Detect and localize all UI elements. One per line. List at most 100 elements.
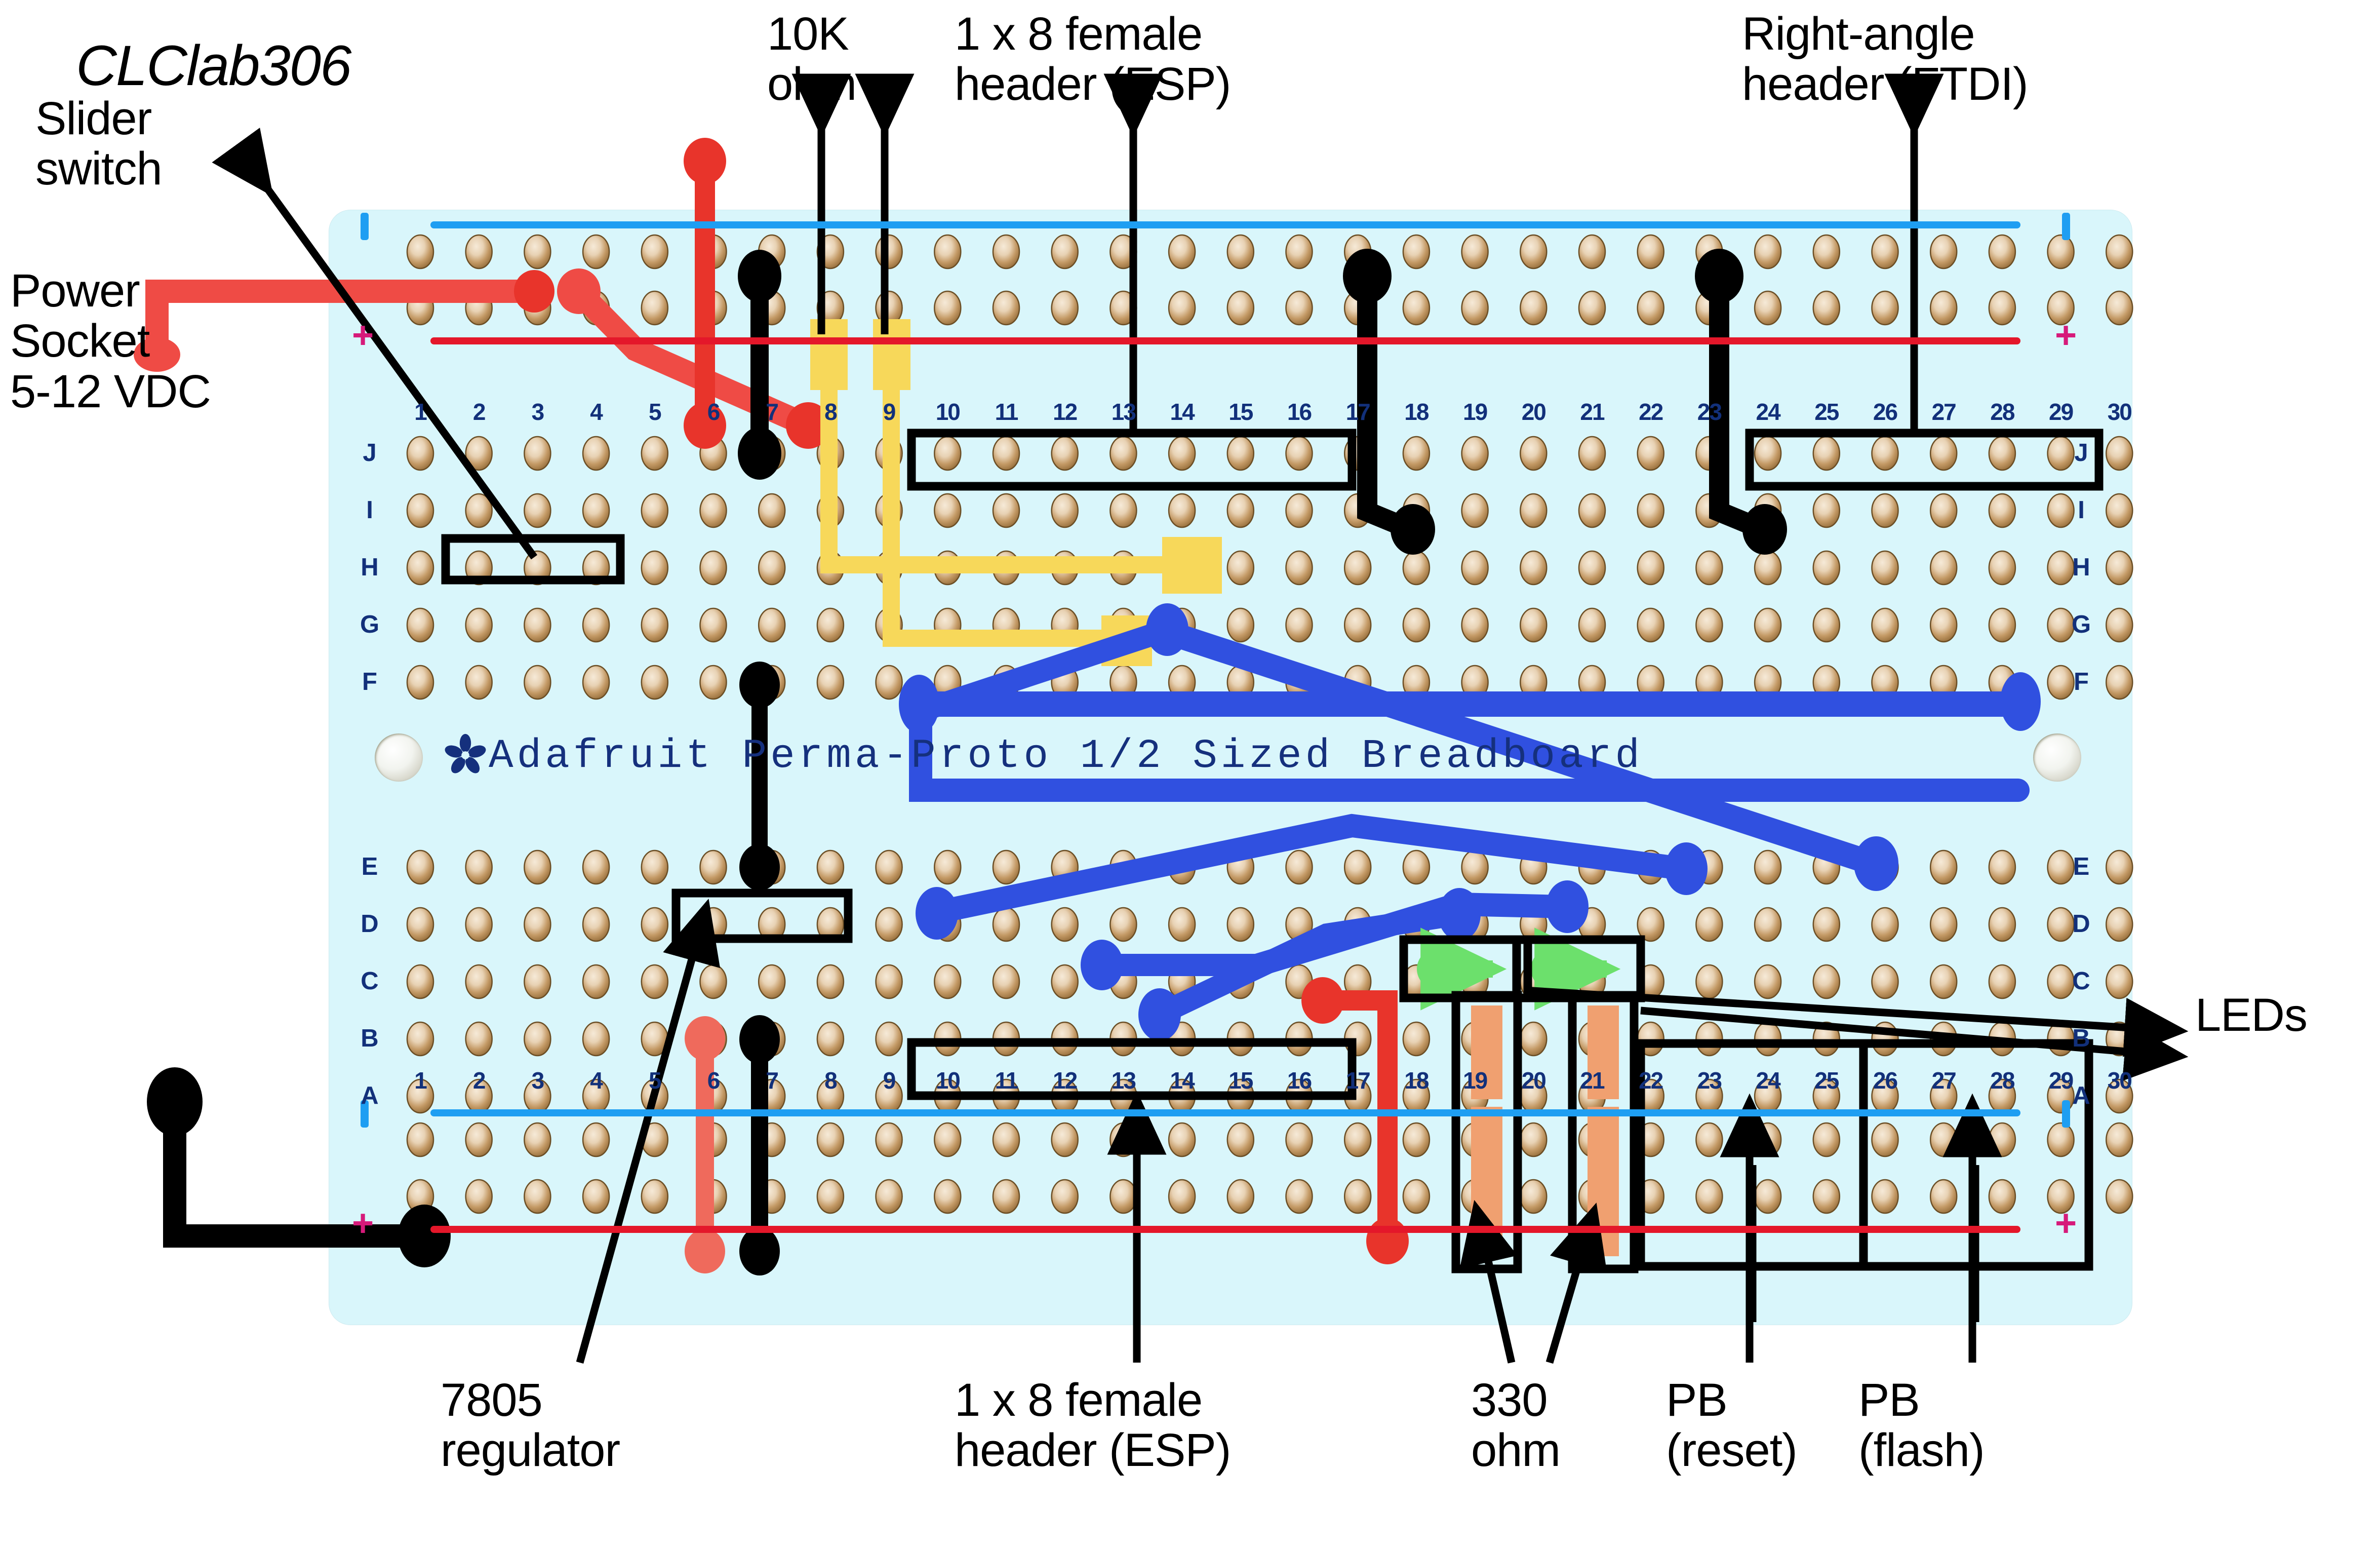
top-plus-rail-line xyxy=(430,337,2020,344)
column-label-bottom-30: 30 xyxy=(2107,1067,2132,1094)
column-label-top-15: 15 xyxy=(1228,399,1253,425)
bottom-right-plus-marker: + xyxy=(2055,1202,2077,1244)
column-label-top-17: 17 xyxy=(1345,399,1371,425)
column-label-bottom-20: 20 xyxy=(1521,1067,1546,1094)
row-label-left-F: F xyxy=(362,668,377,695)
column-label-bottom-19: 19 xyxy=(1463,1067,1488,1094)
column-label-bottom-28: 28 xyxy=(1990,1067,2015,1094)
column-label-top-18: 18 xyxy=(1404,399,1429,425)
bottom-plus-rail-line xyxy=(430,1226,2020,1233)
callout-header-ftdi: Right-angle header (FTDI) xyxy=(1742,8,2029,110)
top-left-plus-marker: + xyxy=(352,314,374,356)
column-label-bottom-5: 5 xyxy=(649,1067,662,1094)
row-label-right-D: D xyxy=(2072,910,2090,938)
callout-resistor-330: 330 ohm xyxy=(1471,1374,1561,1477)
column-label-top-29: 29 xyxy=(2049,399,2074,425)
bottom-minus-rail-line xyxy=(430,1109,2020,1116)
column-label-top-13: 13 xyxy=(1111,399,1136,425)
row-label-right-A: A xyxy=(2072,1082,2090,1109)
column-label-top-8: 8 xyxy=(824,399,838,425)
row-label-right-J: J xyxy=(2074,439,2088,467)
column-label-bottom-16: 16 xyxy=(1287,1067,1312,1094)
callout-slider-switch: Slider switch xyxy=(35,93,163,195)
column-label-bottom-29: 29 xyxy=(2049,1067,2074,1094)
column-label-top-11: 11 xyxy=(995,399,1019,425)
column-label-top-24: 24 xyxy=(1756,399,1781,425)
column-label-bottom-6: 6 xyxy=(707,1067,721,1094)
row-label-right-E: E xyxy=(2073,853,2090,880)
column-label-bottom-18: 18 xyxy=(1404,1067,1429,1094)
row-label-left-J: J xyxy=(363,439,377,467)
column-label-bottom-13: 13 xyxy=(1111,1067,1136,1094)
column-label-bottom-14: 14 xyxy=(1170,1067,1195,1094)
column-label-top-23: 23 xyxy=(1697,399,1722,425)
column-label-top-12: 12 xyxy=(1053,399,1078,425)
column-label-top-22: 22 xyxy=(1639,399,1663,425)
callout-header-esp-bottom: 1 x 8 female header (ESP) xyxy=(955,1374,1231,1477)
mount-hole-right xyxy=(2033,733,2081,782)
top-minus-rail-line xyxy=(430,221,2020,228)
row-label-left-C: C xyxy=(361,968,379,995)
row-label-right-C: C xyxy=(2072,968,2090,995)
page-title: CLClab306 xyxy=(76,34,351,97)
column-label-bottom-23: 23 xyxy=(1697,1067,1722,1094)
column-label-bottom-1: 1 xyxy=(414,1067,427,1094)
callout-leds: LEDs xyxy=(2195,989,2308,1041)
column-label-bottom-10: 10 xyxy=(935,1067,961,1094)
column-label-bottom-12: 12 xyxy=(1053,1067,1078,1094)
mount-hole-left xyxy=(375,733,423,782)
top-right-plus-marker: + xyxy=(2055,314,2077,356)
column-label-top-30: 30 xyxy=(2107,399,2132,425)
callout-pb-flash: PB (flash) xyxy=(1858,1374,1985,1477)
column-label-top-19: 19 xyxy=(1463,399,1488,425)
column-label-top-14: 14 xyxy=(1170,399,1195,425)
column-label-bottom-2: 2 xyxy=(472,1067,486,1094)
adafruit-flower-logo xyxy=(444,733,487,777)
column-label-bottom-27: 27 xyxy=(1931,1067,1957,1094)
column-label-top-28: 28 xyxy=(1990,399,2015,425)
row-label-left-D: D xyxy=(361,910,379,938)
row-label-left-B: B xyxy=(361,1025,379,1052)
callout-resistor-10k: 10K ohm xyxy=(767,8,857,110)
column-label-top-27: 27 xyxy=(1931,399,1957,425)
bottom-left-minus-marker xyxy=(361,1100,369,1128)
column-label-bottom-15: 15 xyxy=(1228,1067,1253,1094)
row-label-right-G: G xyxy=(2071,611,2091,638)
callout-header-esp-top: 1 x 8 female header (ESP) xyxy=(955,8,1231,110)
column-label-top-5: 5 xyxy=(649,399,662,425)
column-label-top-10: 10 xyxy=(935,399,961,425)
top-right-minus-marker xyxy=(2062,213,2070,240)
column-label-bottom-22: 22 xyxy=(1639,1067,1663,1094)
row-label-left-G: G xyxy=(360,611,380,638)
column-label-top-21: 21 xyxy=(1580,399,1605,425)
row-label-left-E: E xyxy=(361,853,378,880)
column-label-top-25: 25 xyxy=(1814,399,1839,425)
column-label-top-6: 6 xyxy=(707,399,721,425)
bottom-left-plus-marker: + xyxy=(352,1202,374,1244)
callout-pb-reset: PB (reset) xyxy=(1666,1374,1798,1477)
column-label-top-4: 4 xyxy=(590,399,603,425)
column-label-bottom-24: 24 xyxy=(1756,1067,1781,1094)
row-label-right-F: F xyxy=(2074,668,2089,695)
column-label-top-2: 2 xyxy=(472,399,486,425)
column-label-bottom-3: 3 xyxy=(531,1067,545,1094)
column-label-bottom-4: 4 xyxy=(590,1067,603,1094)
column-label-top-26: 26 xyxy=(1873,399,1898,425)
column-label-bottom-7: 7 xyxy=(766,1067,779,1094)
row-label-left-H: H xyxy=(361,554,379,581)
bottom-right-minus-marker xyxy=(2062,1100,2070,1128)
column-label-bottom-8: 8 xyxy=(824,1067,838,1094)
column-label-top-3: 3 xyxy=(531,399,545,425)
row-label-left-I: I xyxy=(366,496,373,524)
column-label-bottom-25: 25 xyxy=(1814,1067,1839,1094)
column-label-top-7: 7 xyxy=(766,399,779,425)
top-left-minus-marker xyxy=(361,213,369,240)
callout-regulator-7805: 7805 regulator xyxy=(441,1374,620,1477)
column-label-top-20: 20 xyxy=(1521,399,1546,425)
row-label-right-I: I xyxy=(2078,496,2085,524)
column-label-top-9: 9 xyxy=(883,399,896,425)
column-label-bottom-9: 9 xyxy=(883,1067,896,1094)
row-label-right-B: B xyxy=(2072,1025,2090,1052)
column-label-bottom-11: 11 xyxy=(995,1067,1019,1094)
